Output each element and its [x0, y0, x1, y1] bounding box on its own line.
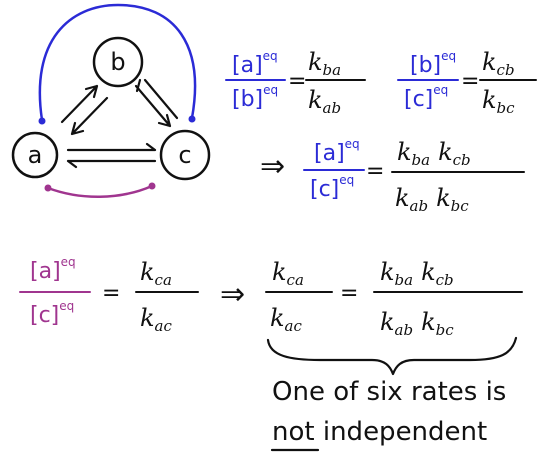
node-a-label: a — [28, 141, 43, 169]
eq4-rhs-numerator: kca — [140, 258, 172, 289]
eq3-denominator: [c]eq — [310, 173, 354, 202]
eq3-numerator: [a]eq — [314, 137, 360, 166]
a-c-equilibrium-arrows — [66, 142, 157, 169]
eq4-numerator: [a]eq — [30, 255, 76, 284]
eq1-rhs-denominator: kab — [308, 86, 341, 117]
eq1-denominator: [b]eq — [232, 83, 278, 112]
blue-cycle-arc — [38, 3, 197, 122]
eq2-equals: = — [461, 69, 479, 94]
eq5-lhs-numerator: kca — [272, 258, 304, 289]
independence-note: One of six rates is not independent — [270, 377, 506, 452]
eq2-rhs-numerator: kcb — [482, 48, 515, 79]
node-a-circle — [11, 131, 59, 179]
node-c-circle — [159, 129, 211, 181]
magenta-arc-start-dot — [44, 184, 52, 192]
eq1-numerator: [a]eq — [232, 49, 278, 78]
eq1-rhs-numerator: kba — [308, 48, 341, 79]
eq2-denominator: [c]eq — [404, 83, 448, 112]
eq5-lhs-denominator: kac — [270, 304, 302, 335]
note-not-word: not — [272, 417, 315, 447]
eq3-equals: = — [366, 159, 384, 184]
magenta-direct-arc — [46, 184, 154, 198]
note-line-1: One of six rates is — [272, 377, 506, 407]
note-line-2: not independent — [272, 417, 487, 447]
equation-a-over-b: [a]eq [b]eq = kba kab — [225, 48, 366, 117]
eq4-rhs-denominator: kac — [140, 304, 172, 335]
node-c-label: c — [178, 141, 191, 169]
equation-b-over-c: [b]eq [c]eq = kcb kbc — [397, 48, 537, 117]
blue-arc-start-dot — [38, 117, 46, 125]
note-rest: independent — [315, 417, 488, 447]
underbrace — [266, 336, 518, 376]
eq4-equals: = — [102, 281, 120, 306]
b-c-equilibrium-arrows — [134, 78, 179, 128]
equation-a-over-c-direct: [a]eq [c]eq = kca kac — [19, 255, 199, 335]
a-b-equilibrium-arrows — [60, 84, 109, 136]
eq5-equals: = — [340, 281, 358, 306]
magenta-arc-end-dot — [148, 182, 156, 190]
blue-arc-end-dot — [188, 115, 196, 123]
eq3-implies-arrow: ⇒ — [260, 149, 285, 184]
eq1-equals: = — [288, 69, 306, 94]
eq4-denominator: [c]eq — [30, 299, 74, 328]
eq2-numerator: [b]eq — [410, 49, 456, 78]
eq2-rhs-denominator: kbc — [482, 86, 515, 117]
eq5-implies-arrow: ⇒ — [220, 277, 245, 312]
node-b-circle — [92, 36, 144, 88]
node-b-label: b — [110, 48, 125, 76]
reaction-network: b a c — [11, 3, 211, 198]
